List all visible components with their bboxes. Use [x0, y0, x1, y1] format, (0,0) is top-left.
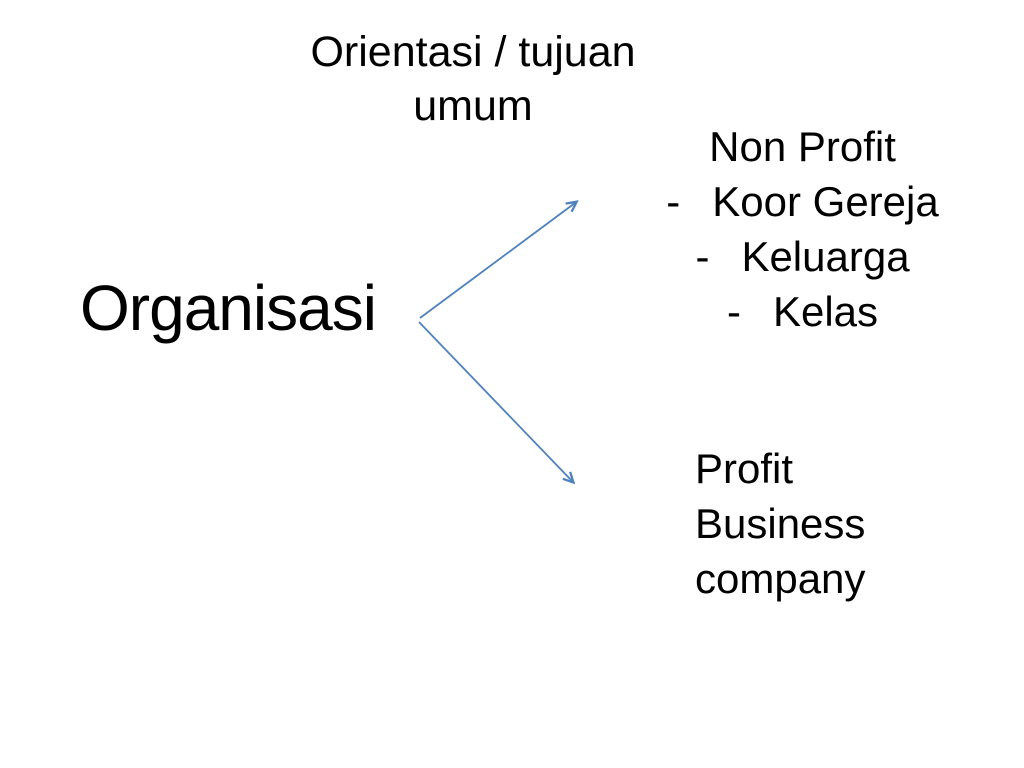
list-item-kelas: -Kelas	[615, 284, 990, 339]
bullet-dash: -	[666, 178, 681, 225]
profit-line-3: company	[695, 555, 866, 602]
non-profit-block: Non Profit -Koor Gereja -Keluarga -Kelas	[615, 119, 990, 339]
bullet-dash: -	[695, 233, 710, 280]
non-profit-heading: Non Profit	[709, 123, 896, 170]
profit-line-2: Business	[695, 500, 866, 547]
list-item-label: Koor Gereja	[712, 178, 939, 225]
slide-title-line-1: Orientasi / tujuan	[310, 28, 636, 76]
slide-title: Orientasi / tujuan umum	[273, 25, 673, 133]
profit-line-1: Profit	[695, 445, 794, 492]
list-item-label: Kelas	[772, 288, 879, 335]
arrow-to-non-profit	[419, 203, 575, 319]
slide-title-line-2: umum	[413, 82, 533, 130]
list-item-koor-gereja: -Koor Gereja	[615, 174, 990, 229]
arrow-to-profit	[418, 321, 572, 481]
profit-block: Profit Business company	[695, 441, 865, 606]
list-item-keluarga: -Keluarga	[615, 229, 990, 284]
list-item-label: Keluarga	[741, 233, 910, 280]
bullet-dash: -	[726, 288, 741, 335]
root-label-organisasi: Organisasi	[80, 272, 377, 344]
